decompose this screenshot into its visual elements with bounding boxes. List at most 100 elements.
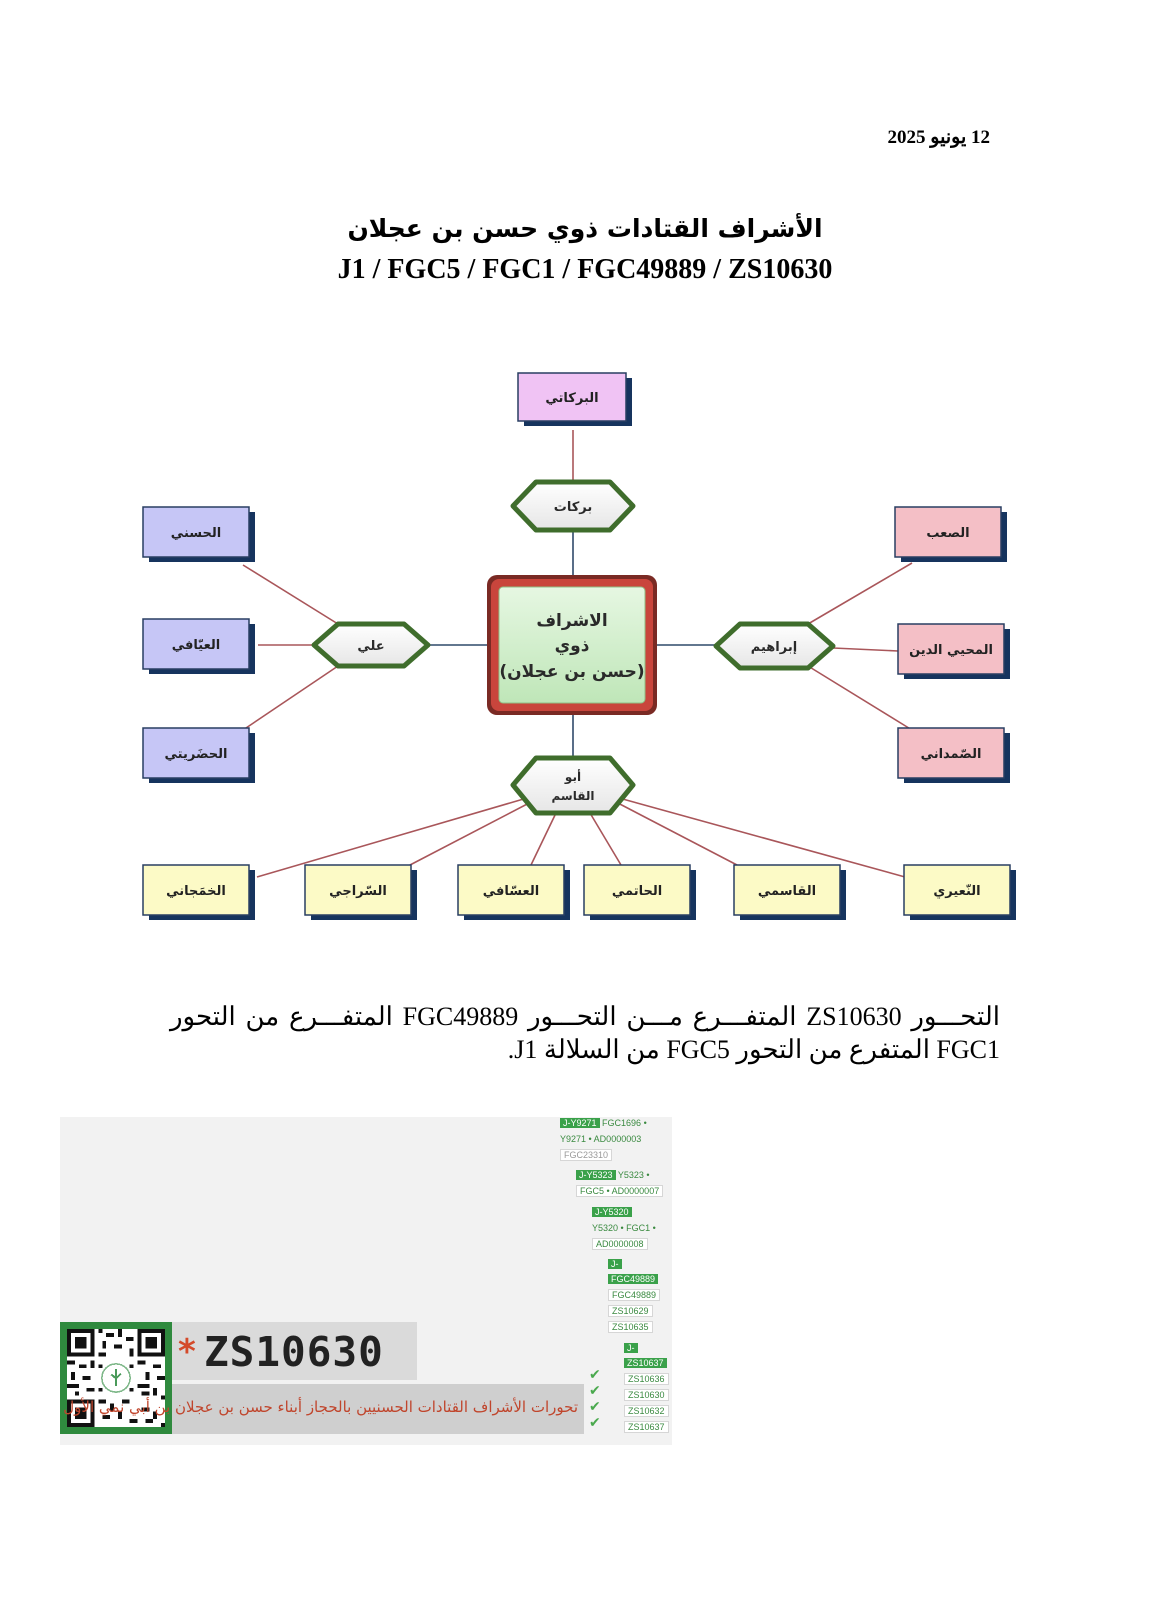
connector [613,800,738,866]
hex-bottom-label-1: أبو [564,769,581,785]
haplo-row: FGC5 • AD0000007 [576,1185,664,1198]
haplo-row: AD0000008 [592,1238,648,1251]
box-samdani-label: الصّمداني [921,747,982,762]
haplo-row: J-Y5320 [592,1206,632,1219]
haplo-node: J- [608,1259,622,1269]
badge-caption: تحورات الأشراف القتادات الحسنيين بالحجاز… [63,1398,578,1416]
snp-code: ZS10630 [204,1328,384,1376]
check-icon: ✔ [589,1415,601,1431]
box-hadhriti-label: الحضَريتي [165,747,228,762]
box-qasimi: القاسمي [733,864,846,920]
hex-left: علي [311,621,431,669]
hex-left-label: علي [357,639,384,654]
haplo-tag: ZS10630 [624,1389,669,1401]
box-ayafi: العيّافي [142,618,255,674]
check-icon: ✔ [589,1367,601,1383]
haplo-tag: ZS10637 [624,1421,669,1433]
box-saab-label: الصعب [926,526,969,541]
connector [256,797,528,878]
haplo-node: J- [624,1343,638,1353]
box-hatimi-label: الحاتمي [612,884,662,899]
haplo-node: ZS10637 [624,1358,667,1368]
box-barakati: البركاتي [517,372,632,426]
box-hasani: الحسني [142,506,255,562]
haplo-row: FGC23310 [560,1149,613,1162]
box-khamjani: الخمَجاني [142,864,255,920]
box-hasani-label: الحسني [171,526,221,541]
haplo-tag: FGC23310 [560,1149,613,1161]
center-line-1: الاشراف [536,611,607,631]
haplo-node: J-Y5320 [592,1207,632,1217]
box-khamjani-label: الخمَجاني [166,884,226,899]
box-hatimi: الحاتمي [583,864,696,920]
haplo-row: J-Y5323 Y5323 • [576,1169,650,1182]
connector-lines [242,430,913,878]
haplo-tag: AD0000008 [592,1238,648,1250]
center-line-3: (حسن بن عجلان) [499,662,644,682]
haplo-row: J- [608,1258,622,1271]
haplo-row: ZS10637 [624,1357,667,1370]
hex-right: إبراهيم [713,621,836,671]
document-date: 12 يونيو 2025 [887,127,990,148]
haplo-row: Y5320 • FGC1 • [592,1223,656,1233]
center-node: الاشراف ذوي (حسن بن عجلان) [487,575,657,715]
box-hadhriti: الحضَريتي [142,727,255,783]
haplo-tag: ZS10629 [608,1305,653,1317]
hex-bottom: أبو القاسم [510,755,636,816]
haplo-row: FGC49889 [608,1273,659,1286]
document-title: الأشراف القتادات ذوي حسن بن عجلان [347,214,823,243]
haplogroup-path: J1 / FGC5 / FGC1 / FGC49889 / ZS10630 [337,254,833,285]
haplo-row: ZS10630 [624,1389,669,1402]
haplo-row: ZS10637 [624,1421,669,1434]
description-paragraph: التحـــور ZS10630 المتفـــرع مـــن التحـ… [170,1002,1000,1064]
connector [807,665,913,731]
connector [242,665,339,731]
box-assafi: العسّافي [457,864,570,920]
haplo-tag: ZS10636 [624,1373,669,1385]
haplo-row: FGC49889 [608,1289,661,1302]
haplo-node: J-Y5323 [576,1170,616,1180]
box-assafi-label: العسّافي [483,884,539,899]
hex-bottom-label-2: القاسم [552,789,595,803]
box-saab: الصعب [894,506,1007,562]
haplo-tag: FGC5 • AD0000007 [576,1185,664,1197]
haplo-row: ZS10632 [624,1405,669,1418]
hex-top-label: بركات [554,500,592,515]
haplo-snps: Y5323 • [617,1170,650,1180]
connector [409,800,534,866]
connector [242,564,339,625]
box-siraji-label: السّراجي [329,884,387,899]
connector [618,797,906,878]
haplo-row: ZS10636 [624,1373,669,1386]
haplo-tag: ZS10632 [624,1405,669,1417]
haplo-tag: FGC49889 [608,1289,661,1301]
haplo-row: ZS10629 [608,1305,653,1318]
box-naairi: النّعيري [903,864,1016,920]
connector [807,562,913,625]
box-ayafi-label: العيّافي [172,638,221,653]
badge-caption-box: تحورات الأشراف القتادات الحسنيين بالحجاز… [63,1384,584,1434]
connector [530,812,557,866]
connector [832,647,899,652]
check-icon: ✔ [589,1399,601,1415]
connector [589,812,622,866]
box-qasimi-label: القاسمي [758,884,816,899]
haplo-snps: FGC1696 • [602,1118,647,1128]
hex-top: بركات [510,479,636,533]
haplo-tag: ZS10635 [608,1321,653,1333]
haplo-row: Y9271 • AD0000003 [560,1134,642,1144]
haplo-row: J- [624,1342,638,1355]
center-line-2: ذوي [555,636,590,656]
asterisk-icon: * [178,1332,196,1372]
haplo-node: J-Y9271 [560,1118,600,1128]
haplo-row: ZS10635 [608,1321,653,1334]
haplo-node: FGC49889 [608,1274,659,1284]
box-muhyi-label: المحيي الدين [909,643,993,658]
box-naairi-label: النّعيري [933,884,980,899]
check-icon: ✔ [589,1383,601,1399]
box-muhyi: المحيي الدين [897,623,1010,679]
snp-code-badge: * ZS10630 [172,1322,417,1380]
box-samdani: الصّمداني [897,727,1010,783]
box-barakati-label: البركاتي [545,391,598,406]
